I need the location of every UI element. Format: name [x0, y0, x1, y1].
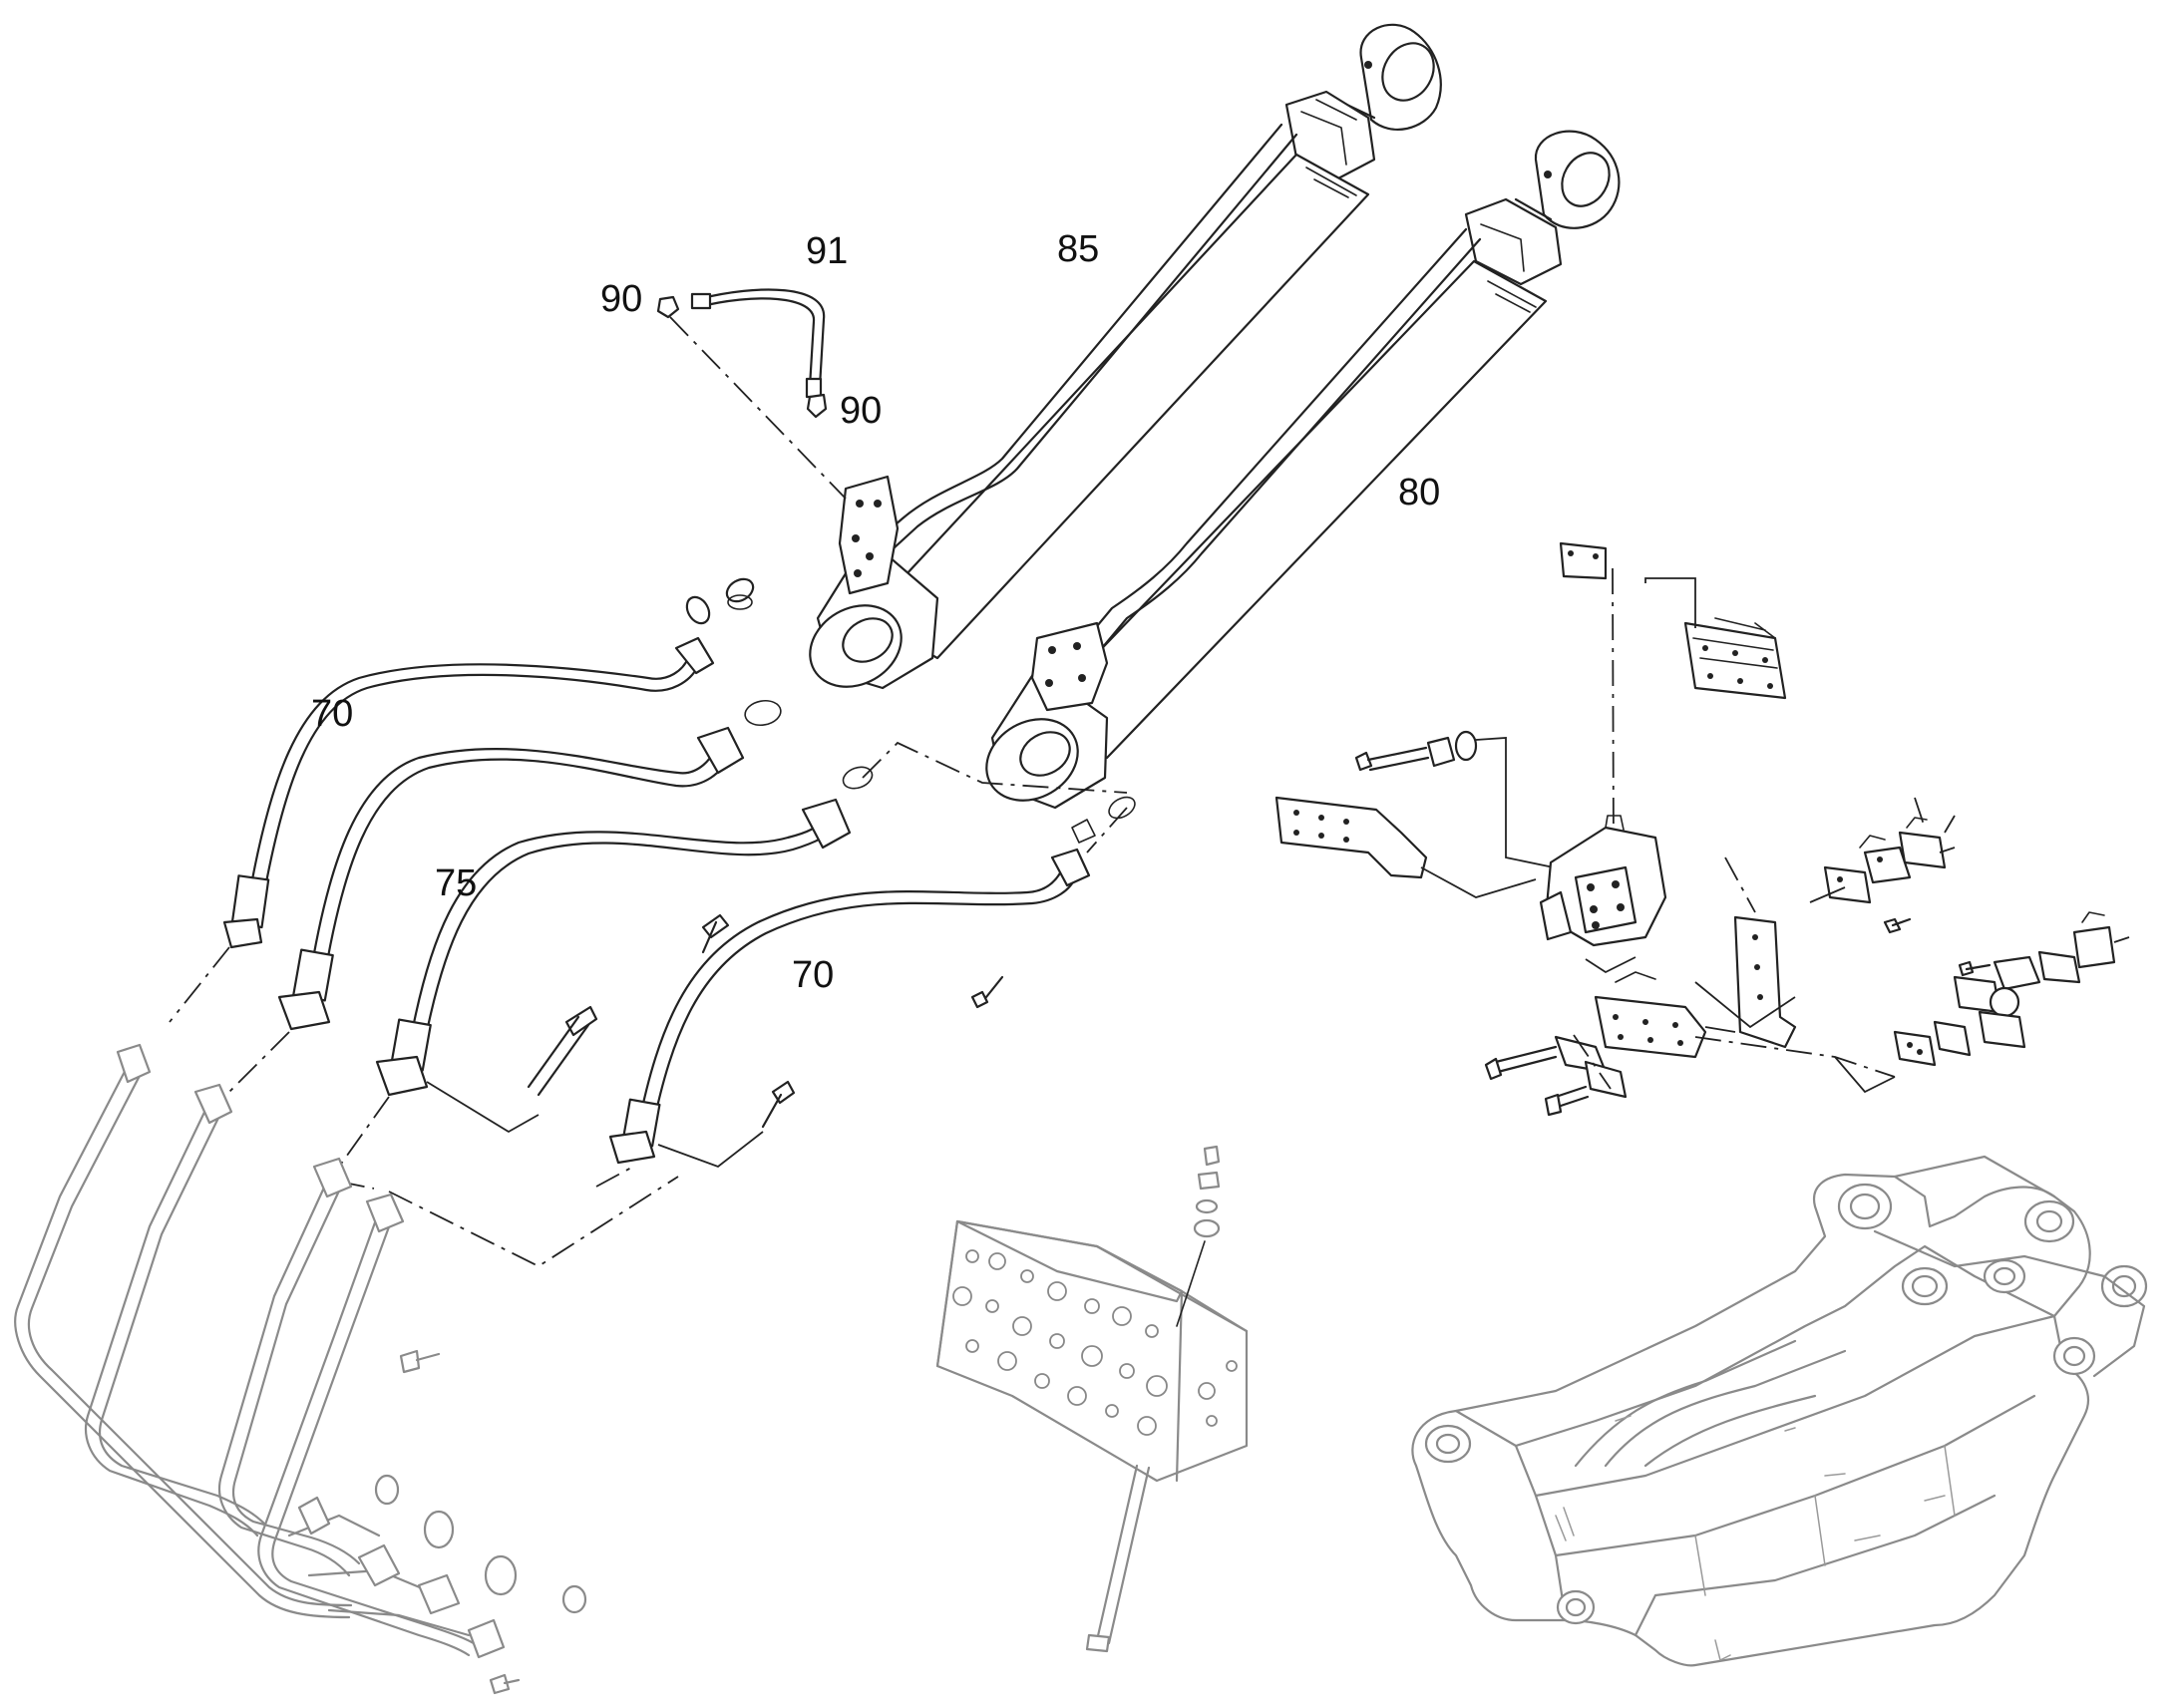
fitting-90-upper	[656, 295, 680, 319]
callout-80: 80	[1398, 472, 1440, 513]
boom-frame	[1411, 1155, 2148, 1667]
routing-leaders	[169, 741, 1128, 1268]
hydraulic-cylinder-80	[985, 130, 1621, 810]
valve-block-ports	[952, 1249, 1238, 1436]
steel-pipes	[14, 1043, 506, 1659]
bolts-middle	[527, 913, 1004, 1129]
pipe-clamp-brackets	[1274, 541, 2130, 1117]
bolts-lower-left	[399, 1349, 521, 1695]
valve-block	[935, 1145, 1249, 1653]
hose-70-upper	[222, 636, 715, 949]
valve-block-fasteners	[1085, 1145, 1221, 1653]
callout-labels: 70 75 70 80 85 90 90 91	[311, 228, 1440, 996]
fitting-90-lower	[806, 393, 828, 419]
seal-rings-upper	[685, 577, 1136, 844]
hydraulic-cylinder-85	[809, 23, 1442, 690]
hose-75-a	[277, 726, 745, 1031]
hose-91	[690, 288, 826, 399]
leader-90-to-cylinder	[669, 316, 847, 500]
cylinder-80-rod-eye	[1534, 130, 1621, 229]
seal-rings-lower	[374, 1474, 587, 1614]
callout-90-upper: 90	[600, 278, 642, 320]
callout-70-lower: 70	[792, 954, 834, 996]
callout-85: 85	[1057, 228, 1099, 270]
hose-70-lower	[608, 848, 1091, 1165]
cylinder-85-rod-eye	[1359, 23, 1442, 131]
hose-75-b	[375, 798, 852, 1097]
callout-91: 91	[806, 230, 848, 272]
callout-75: 75	[435, 862, 477, 904]
callout-90-lower: 90	[840, 390, 882, 432]
callout-70-upper: 70	[311, 693, 353, 735]
